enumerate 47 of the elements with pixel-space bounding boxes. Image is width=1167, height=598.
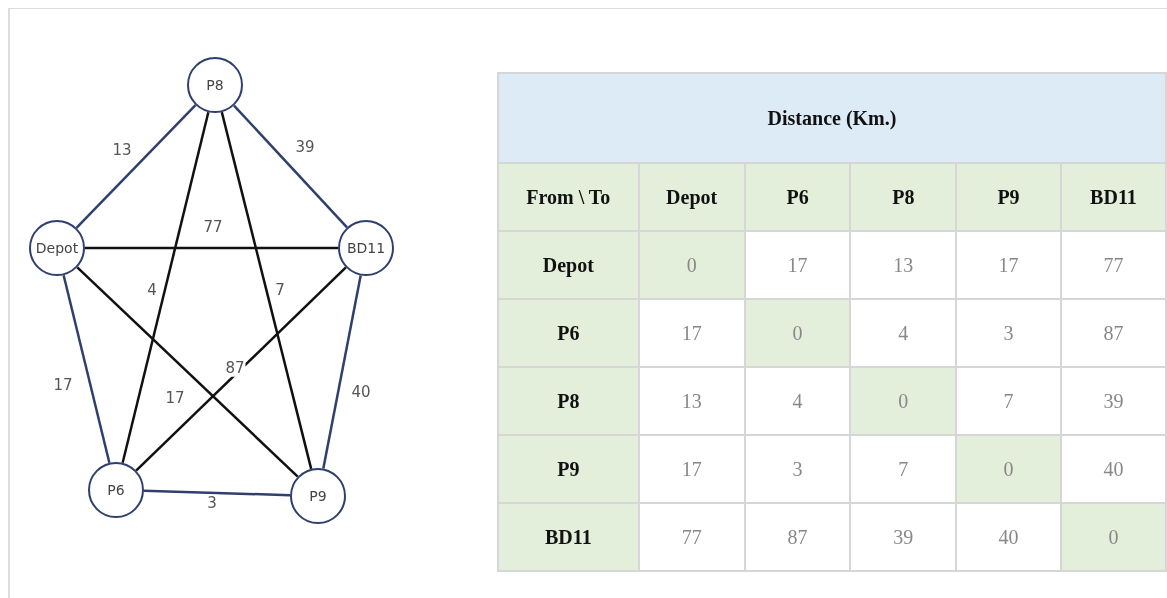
table-cell: 17 [638,299,745,367]
table-cell: 39 [850,503,957,571]
table-cell: 3 [956,299,1061,367]
table-cell: 0 [638,231,745,299]
header-cell: P9 [956,163,1061,231]
header-cell: BD11 [1060,163,1166,231]
connector-line [76,266,299,478]
header-cell: From \ To [498,163,639,231]
node-circle: BD11 [338,220,394,276]
node-circle: Depot [29,220,85,276]
connector-line [75,104,197,229]
connector-line [233,104,348,229]
table-title: Distance (Km.) [498,73,1166,163]
header-cell: P8 [850,163,957,231]
table-cell: 77 [1060,231,1166,299]
table-cell: 17 [638,435,745,503]
table-cell: 87 [744,503,851,571]
connector-line [322,275,362,469]
header-cell: P6 [498,299,639,367]
header-cell: P9 [498,435,639,503]
header-cell: BD11 [498,503,639,571]
node-circle: P9 [290,468,346,524]
table-cell: 0 [1060,503,1166,571]
header-cell: Depot [638,163,745,231]
table-cell: 0 [850,367,957,435]
header-cell: Depot [498,231,639,299]
connector-line [85,246,338,250]
table-cell: 17 [956,231,1061,299]
table-cell: 0 [956,435,1061,503]
table-cell: 39 [1060,367,1166,435]
connector-line [121,111,210,464]
table-cell: 87 [1060,299,1166,367]
connector-line [135,266,347,472]
header-cell: P8 [498,367,639,435]
edge-label: 87 [224,359,246,377]
node-circle: P6 [88,462,144,518]
table-cell: 13 [850,231,957,299]
table-cell: 0 [744,299,851,367]
table-cell: 3 [744,435,851,503]
connector-line [62,274,111,464]
table-cell: 13 [638,367,745,435]
connector-line [220,111,313,470]
header-cell: P6 [744,163,851,231]
node-circle: P8 [187,57,243,113]
table-cell: 77 [638,503,745,571]
connector-line [143,489,291,497]
table-cell: 40 [956,503,1061,571]
